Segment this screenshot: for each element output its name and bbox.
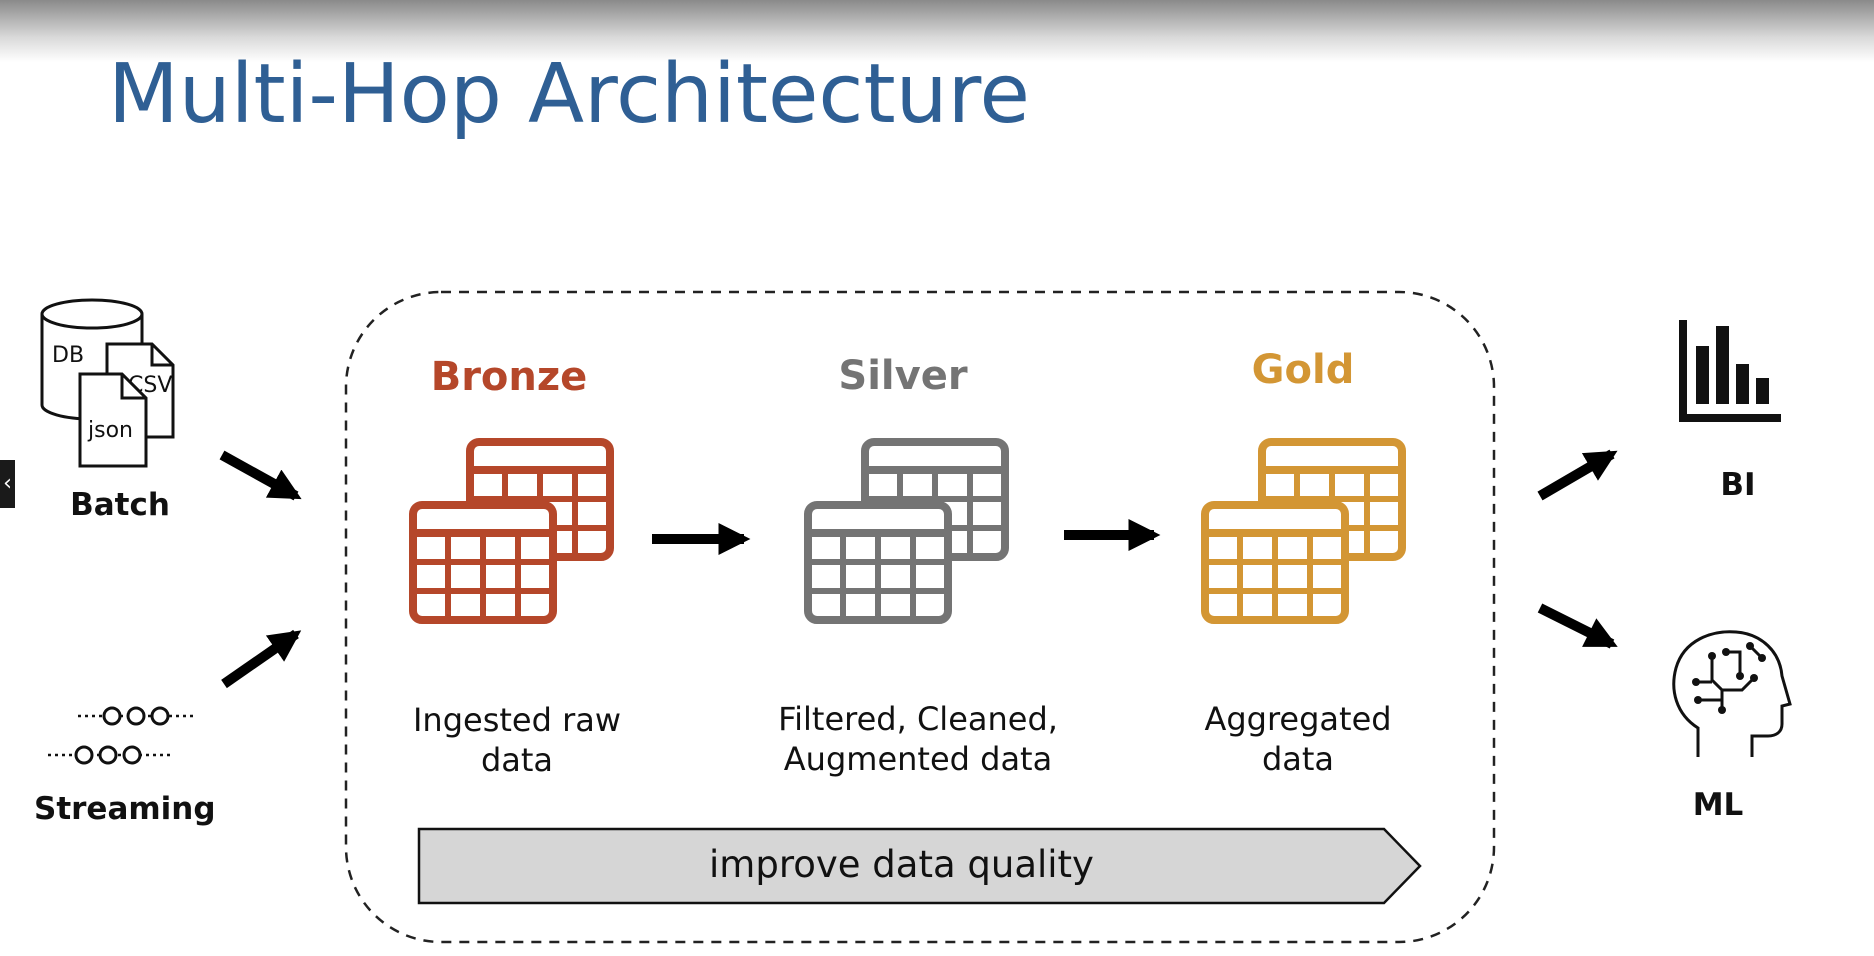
bronze-desc-line-2: data: [480, 741, 554, 779]
streaming-label: Streaming: [34, 791, 216, 827]
bronze-desc-line-1: Ingested raw: [412, 701, 622, 739]
bronze-table-icon: [413, 442, 610, 620]
lakehouse-boundary: [344, 290, 1496, 944]
bar-chart-icon: [1679, 320, 1781, 422]
ai-head-icon: [1672, 630, 1792, 757]
gold-table-icon: [1205, 442, 1402, 620]
batch-label: Batch: [70, 487, 170, 523]
bi-label: BI: [1720, 467, 1756, 503]
gold-desc-line-1: Aggregated: [1204, 700, 1392, 738]
silver-table-icon: [808, 442, 1005, 620]
bronze-label: Bronze: [430, 354, 588, 400]
gold-desc-line-2: data: [1261, 740, 1335, 778]
silver-description: Filtered, Cleaned, Augmented data: [742, 699, 1094, 779]
json-label: json: [87, 418, 133, 443]
gold-description: Aggregated data: [1148, 699, 1448, 779]
stream-icon: [48, 706, 196, 765]
silver-desc-line-1: Filtered, Cleaned,: [778, 700, 1058, 738]
collapse-tab[interactable]: ‹: [0, 460, 15, 508]
batch-arrow: [219, 450, 302, 501]
ml-arrow: [1537, 603, 1618, 649]
top-shade: [0, 0, 1874, 62]
page-title: Multi-Hop Architecture: [108, 47, 1030, 142]
db-label: DB: [52, 343, 84, 368]
silver-label: Silver: [838, 353, 968, 399]
quality-banner: [417, 827, 1422, 905]
bronze-description: Ingested raw data: [367, 700, 667, 780]
quality-banner-label: improve data quality: [709, 843, 1094, 886]
gold-label: Gold: [1251, 347, 1355, 393]
batch-files-icon: DB CSV json: [40, 298, 175, 468]
ml-label: ML: [1692, 787, 1744, 823]
bi-arrow: [1537, 449, 1618, 501]
streaming-arrow: [221, 629, 302, 689]
silver-desc-line-2: Augmented data: [783, 740, 1053, 778]
